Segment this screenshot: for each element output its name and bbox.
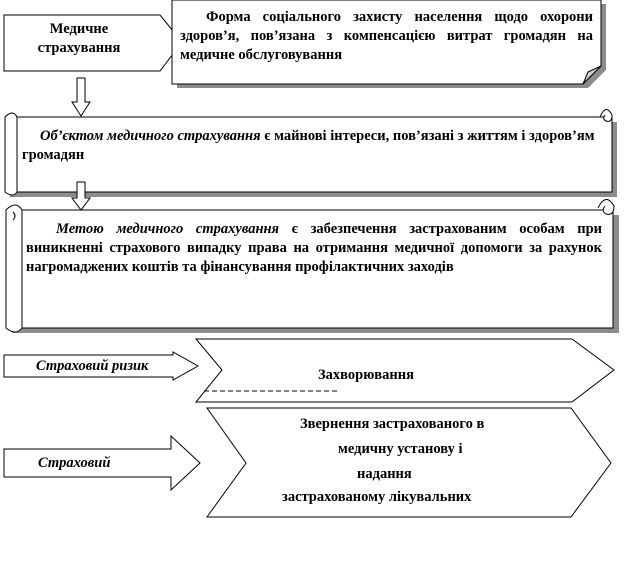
case-value-line1: Звернення застрахованого в [300,416,485,432]
object-text: Об’єктом медичного страхування є майнові… [22,127,602,165]
object-scroll [4,109,617,197]
risk-label-arrow [3,351,200,381]
case-value-chevron [206,407,612,518]
goal-text: Метою медичного страхування є забезпечен… [26,220,602,277]
case-label: Страховий [38,455,111,471]
case-value-line4: застрахованому лікувальних [282,489,472,505]
goal-scroll [5,199,619,333]
goal-term: Метою медичного страхування [56,221,280,237]
down-arrow-2 [71,181,91,211]
label-arrow-medical-insurance [3,14,183,72]
down-arrow-1 [71,77,91,117]
case-value-line2: медичну установу і [338,441,463,457]
medical-insurance-label: Медичне страхування [4,20,154,58]
risk-value-chevron [194,338,615,403]
definition-text: Форма соціального захисту населення щодо… [180,9,593,63]
medical-insurance-label-line2: страхування [37,40,121,56]
definition-fold [582,65,602,85]
risk-label: Страховий ризик [36,358,149,374]
goal-rest: є забезпечення застрахованим особам при … [26,221,602,275]
case-value-line3: надання [357,466,412,482]
object-rest: є майнові інтереси, пов’язані з життям і… [22,128,595,163]
case-label-arrow [3,434,201,492]
risk-value: Захворювання [318,367,414,383]
medical-insurance-label-line1: Медичне [49,21,109,37]
object-term: Об’єктом медичного страхування [40,128,261,144]
